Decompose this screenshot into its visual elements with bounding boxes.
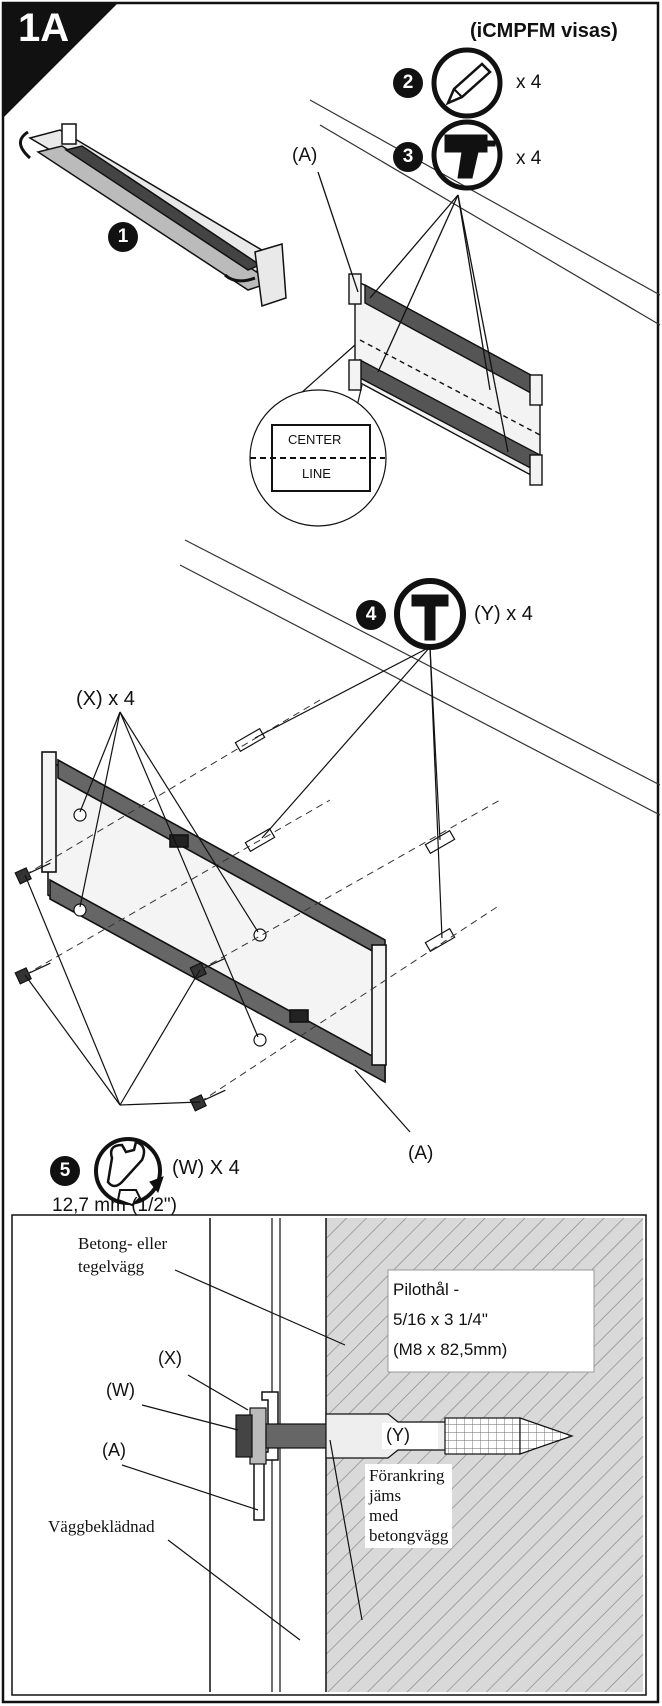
section-y-label: (Y) bbox=[386, 1425, 410, 1445]
drill-qty: x 4 bbox=[516, 148, 542, 169]
label-a-bottom: (A) bbox=[408, 1143, 434, 1164]
anchor-threads bbox=[444, 1417, 521, 1455]
pilot-hole-label: Pilothål - 5/16 x 3 1/4" (M8 x 82,5mm) bbox=[393, 1280, 508, 1359]
wall-covering-label: Väggbeklädnad bbox=[48, 1517, 155, 1536]
label-a-top: (A) bbox=[292, 145, 318, 166]
loose-bracket bbox=[19, 123, 287, 307]
section-x-label: (X) bbox=[158, 1348, 182, 1368]
bolt-qty: (W) X 4 bbox=[172, 1157, 240, 1179]
step-badge-bg bbox=[3, 3, 118, 118]
section-w-label: (W) bbox=[106, 1380, 135, 1400]
anchor-flush-label: Förankring jäms med betongvägg bbox=[365, 1464, 453, 1548]
anchor-tip bbox=[519, 1417, 574, 1455]
drill-icon bbox=[434, 122, 500, 188]
callout-lines-middle bbox=[24, 646, 443, 1133]
tool-pencil bbox=[431, 47, 503, 119]
step-badge: 1A bbox=[18, 6, 70, 50]
section-a-label: (A) bbox=[102, 1440, 126, 1460]
section-frame bbox=[11, 1214, 647, 1696]
hammer-icon bbox=[397, 581, 463, 647]
wall-plate-top bbox=[348, 273, 543, 486]
bolt-head-profile bbox=[235, 1414, 253, 1458]
step-2-badge: 2 bbox=[393, 68, 423, 98]
tool-wrench bbox=[94, 1137, 164, 1207]
wrench-size: 12,7 mm (1/2") bbox=[52, 1195, 178, 1216]
step-1-badge: 1 bbox=[108, 222, 138, 252]
wall-lines-top bbox=[309, 99, 661, 326]
model-note: (iCMPFM visas) bbox=[470, 20, 618, 42]
callout-lines-section bbox=[121, 1269, 363, 1641]
pilot-hole-box bbox=[387, 1269, 595, 1373]
pencil-qty: x 4 bbox=[516, 72, 542, 93]
step-3-badge: 3 bbox=[393, 142, 423, 172]
step-4-badge: 4 bbox=[356, 600, 386, 630]
wall-lines-middle bbox=[179, 539, 661, 816]
washer-qty: (X) x 4 bbox=[76, 688, 135, 710]
centerline-top: CENTER bbox=[288, 432, 342, 447]
install-axes bbox=[24, 699, 501, 1103]
centerline-bottom: LINE bbox=[302, 466, 331, 481]
tool-drill bbox=[431, 119, 503, 191]
wrench-icon bbox=[96, 1139, 160, 1203]
pencil-icon bbox=[434, 50, 500, 116]
centerline-zoom bbox=[249, 344, 387, 527]
callout-lines-top bbox=[317, 171, 509, 453]
wall-plate-middle bbox=[41, 751, 387, 1084]
step-5-badge: 5 bbox=[50, 1156, 80, 1186]
anchor-qty: (Y) x 4 bbox=[474, 603, 533, 625]
wall-type-label: Betong- eller tegelvägg bbox=[78, 1234, 168, 1276]
bolts-w bbox=[14, 862, 226, 1112]
